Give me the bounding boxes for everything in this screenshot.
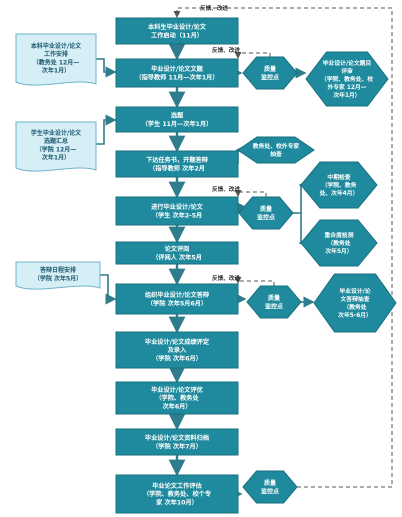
document-arrow-2: [96, 114, 117, 145]
process-step-1-line-1: 工作启动（11月）: [151, 31, 203, 39]
hexagon-6-line-2: 次年5月）: [325, 247, 352, 255]
hexagon-2-line-1: 评审: [341, 67, 353, 75]
branch-arrow-bottom: [298, 213, 310, 249]
branch-line-top: [293, 184, 302, 214]
hexagon-3-line-1: 抽查: [270, 150, 282, 158]
document-2-line-3: 次年1月）: [42, 153, 70, 161]
hexagon-8-line-1: 文答辩抽查: [341, 295, 370, 303]
feedback-label-4: 反馈、改进: [212, 274, 240, 282]
hexagon-5-line-1: （学院、教务: [322, 181, 357, 189]
process-step-5-line-1: （学生 次年2-5月: [152, 211, 202, 219]
hexagon-8-line-0: 毕业设计/论: [339, 287, 370, 295]
process-step-10: 毕业设计/论文资料归档（学院 次年7月）: [115, 428, 239, 456]
process-step-10-line-0: 毕业设计/论文资料归档: [145, 434, 209, 442]
process-step-11-line-0: 毕业论文工作评估: [152, 482, 202, 490]
process-step-5: 进行毕业设计/论文（学生 次年2-5月: [115, 196, 239, 226]
feedback-label-1: 反馈、改进: [200, 4, 228, 12]
process-step-10-line-1: （学院 次年7月）: [152, 442, 202, 450]
hexagon-9-line-1: 监控点: [261, 487, 279, 495]
document-1-line-2: （教务处 12月—: [33, 58, 79, 66]
process-step-4-line-0: 下达任务书，开题答辩: [146, 156, 209, 164]
hexagon-6-line-0: 重合度检测: [325, 231, 354, 239]
hexagon-5: 中期检查（学院、教务处、次年4月）: [300, 161, 378, 209]
process-step-11-line-2: 家 次年10月）: [156, 499, 198, 507]
process-step-3-line-1: （学生 11月—次年1月）: [142, 120, 213, 128]
process-step-6-line-1: （评阅人 次年5月: [152, 253, 202, 261]
hexagon-2-line-3: 外专家 12月—: [327, 83, 366, 91]
document-2-line-0: 学生毕业设计/论文: [31, 129, 82, 137]
process-step-1-line-0: 本科生毕业设计/论文: [148, 23, 207, 31]
document-1-line-0: 本科毕业设计/论文: [31, 42, 82, 50]
feedback-loop-2: [234, 52, 271, 59]
document-arrow-3: [100, 274, 117, 305]
hexagon-3-line-0: 教务处、校外专家: [253, 142, 300, 150]
process-step-6-line-0: 论文评阅: [165, 245, 190, 253]
document-arrow-1: [96, 58, 117, 78]
hexagon-7-line-1: 监控点: [265, 302, 283, 310]
process-step-8-line-0: 毕业设计/论文成绩评定: [145, 338, 210, 346]
hexagon-8-line-2: （教务处: [343, 303, 366, 311]
process-step-9-line-0: 毕业设计/论文评优: [151, 386, 204, 394]
hexagon-1-line-1: 监控点: [261, 73, 279, 81]
hexagon-7-line-0: 质量: [268, 294, 280, 302]
process-step-7-line-0: 组织毕业设计/论文答辩: [145, 291, 210, 299]
hexagon-4-line-0: 质量: [260, 205, 272, 213]
hexagon-2-line-0: 毕业设计/论文题目: [323, 59, 372, 67]
document-3-line-1: （学院 次年5月）: [34, 274, 82, 282]
feedback-label-3: 反馈、改进: [212, 185, 240, 193]
process-step-8-line-2: （学院 次年6月）: [152, 355, 202, 363]
process-step-2-line-0: 毕业设计/论文文题: [151, 65, 204, 73]
hexagon-5-line-2: 处、次年4月）: [319, 189, 359, 197]
process-step-4-line-1: （指导教师 次年2月: [149, 164, 205, 172]
process-step-9-line-1: （学院、教务处: [155, 394, 199, 402]
feedback-loop-3: [234, 190, 267, 197]
hexagon-2-line-4: 次年1月）: [333, 91, 360, 99]
hexagon-6-line-1: （教务处: [327, 239, 350, 247]
process-step-2: 毕业设计/论文文题（指导教师 11月—次年1月）: [115, 58, 239, 88]
process-step-5-line-0: 进行毕业设计/论文: [151, 203, 204, 211]
process-step-6: 论文评阅（评阅人 次年5月: [115, 241, 239, 265]
hexagon-1-line-0: 质量: [264, 65, 276, 73]
process-step-4: 下达任务书，开题答辩（指导教师 次年2月: [115, 150, 239, 178]
process-step-3: 选题（学生 11月—次年1月）: [115, 106, 239, 133]
hexagon-8-line-3: 次年5-6月）: [338, 311, 372, 319]
hexagon-2-line-2: （学院、教务处、校: [321, 75, 373, 83]
hexagon-4-line-1: 监控点: [257, 213, 275, 221]
process-step-7: 组织毕业设计/论文答辩（学院 次年5月6月）: [115, 283, 239, 315]
document-2-line-2: （学院 12月—: [36, 145, 76, 153]
feedback-loop-1: [173, 7, 393, 488]
document-1-line-3: 次年1月）: [42, 66, 70, 74]
process-step-11-line-1: （学院、教务处、校个专: [143, 490, 211, 498]
process-step-8-line-1: 及录入: [168, 346, 187, 354]
feedback-label-2: 反馈、改进: [212, 46, 240, 54]
document-3-line-0: 答辩日程安排: [40, 266, 76, 274]
document-1-line-1: 工作安排: [44, 50, 68, 58]
process-step-2-line-1: （指导教师 11月—次年1月）: [135, 73, 218, 81]
document-2-line-1: 选题汇总: [44, 137, 68, 145]
process-step-3-line-0: 选题: [171, 112, 184, 120]
hexagon-9-line-0: 质量: [264, 479, 276, 487]
hexagon-5-line-0: 中期检查: [327, 173, 350, 181]
feedback-loop-4: [234, 277, 275, 286]
process-step-9-line-2: 次年6月）: [162, 403, 191, 411]
process-step-7-line-1: （学院 次年5月6月）: [147, 299, 207, 307]
connectors: [96, 7, 393, 500]
document-3: 答辩日程安排（学院 次年5月）: [15, 261, 101, 290]
